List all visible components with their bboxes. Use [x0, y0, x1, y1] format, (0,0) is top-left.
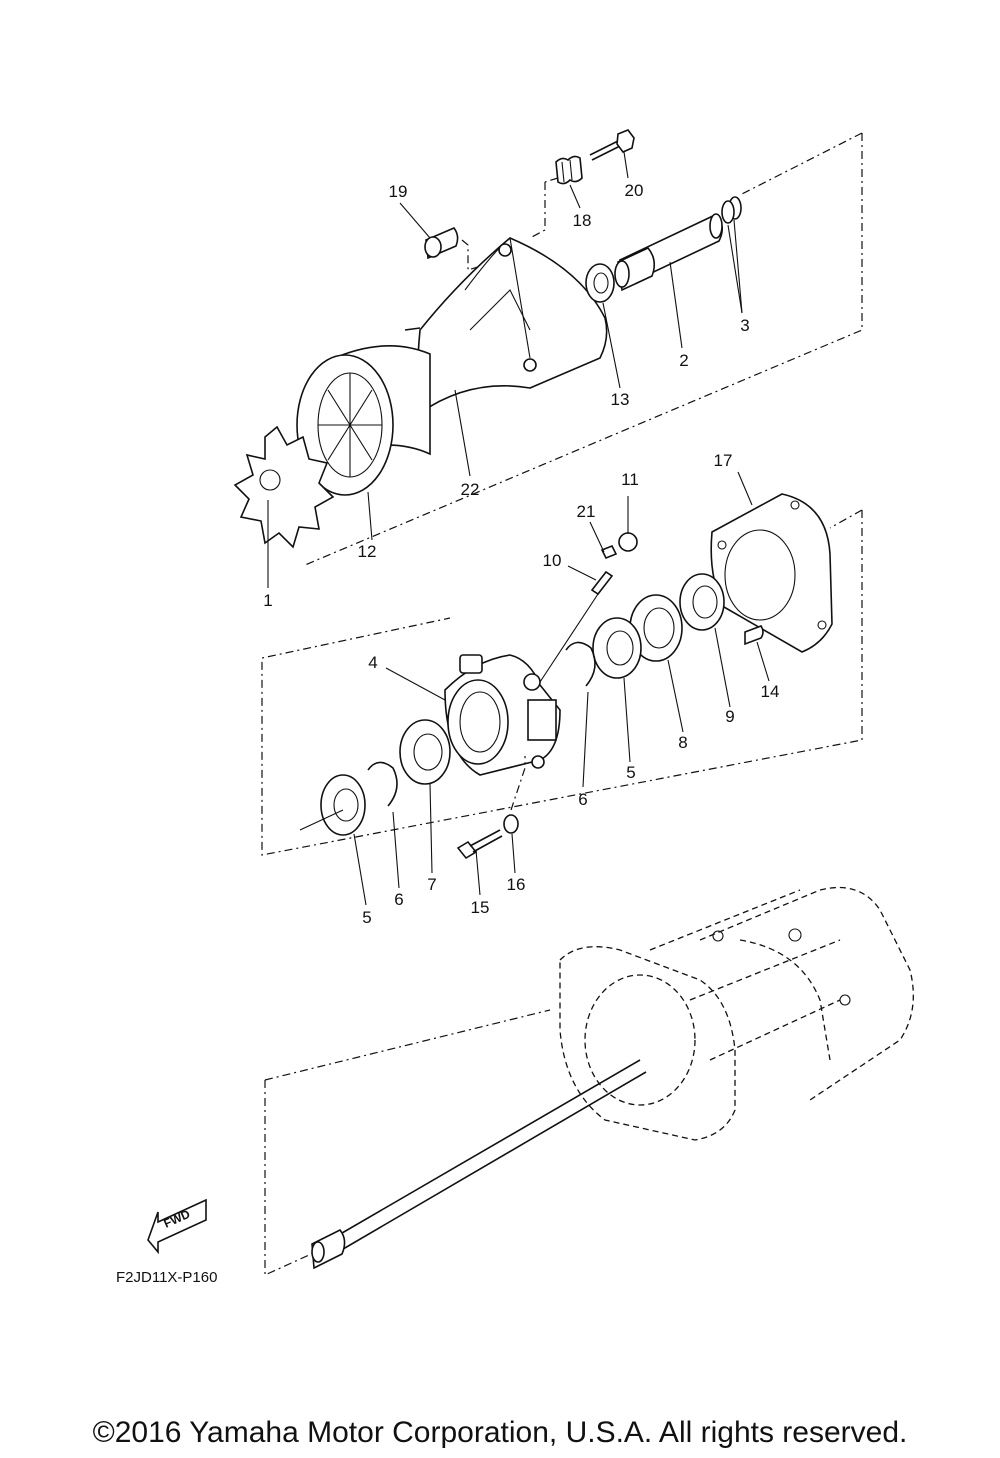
- housing-17: [710, 493, 833, 653]
- callout-5-right: 5: [626, 763, 635, 782]
- leader-dash-18: [544, 177, 559, 183]
- middle-group-frame: [261, 510, 863, 856]
- upper-frame-top-edge: [739, 132, 863, 196]
- seal-9: [679, 573, 725, 631]
- washer-13: [585, 263, 615, 303]
- callout-13: 13: [611, 390, 630, 409]
- middle-frame-top-edge: [829, 509, 863, 529]
- callout-6-left: 6: [394, 890, 403, 909]
- callout-12: 12: [358, 542, 377, 561]
- callout-18: 18: [573, 211, 592, 230]
- callout-4: 4: [368, 653, 377, 672]
- jet-pump-assembly: [559, 886, 914, 1141]
- leader-nipple-housing: [539, 593, 599, 683]
- callout-20: 20: [625, 181, 644, 200]
- collar-19: [424, 227, 459, 260]
- callout-17: 17: [714, 451, 733, 470]
- callout-6-right: 6: [578, 790, 587, 809]
- lower-group-frame: [264, 1080, 321, 1276]
- callout-11: 11: [621, 470, 639, 489]
- callout-19: 19: [389, 182, 408, 201]
- cap-11: [618, 532, 638, 552]
- spring-18: [555, 155, 583, 185]
- callout-14: 14: [761, 682, 780, 701]
- washer-16: [503, 814, 519, 834]
- diagram-code: F2JD11X-P160: [116, 1269, 217, 1286]
- callout-9: 9: [725, 707, 734, 726]
- shaft-axis-line: [299, 809, 344, 831]
- callout-15: 15: [471, 898, 490, 917]
- cover-22: [404, 236, 608, 415]
- copyright-notice: ©2016 Yamaha Motor Corporation, U.S.A. A…: [93, 1416, 908, 1449]
- callout-5-left: 5: [362, 908, 371, 927]
- nipple-10: [590, 570, 614, 596]
- callout-7: 7: [427, 875, 436, 894]
- upper-group-frame: [304, 133, 863, 566]
- pin-14: [744, 625, 764, 646]
- leader-lines: [267, 151, 770, 906]
- bearing-housing-4: [444, 654, 561, 776]
- coupler-12: [296, 345, 431, 496]
- callout-2: 2: [679, 351, 688, 370]
- callout-3: 3: [740, 316, 749, 335]
- circlip-6-left: [367, 761, 398, 807]
- damper-1: [233, 425, 335, 549]
- bearing-5-right: [592, 617, 642, 679]
- shaft-2: [614, 213, 723, 292]
- drive-shaft: [311, 1059, 647, 1270]
- callout-1: 1: [263, 591, 272, 610]
- callout-21: 21: [577, 502, 596, 521]
- callout-10: 10: [543, 551, 562, 570]
- callout-8: 8: [678, 733, 687, 752]
- callout-22: 22: [461, 480, 480, 499]
- fitting-21: [600, 544, 618, 560]
- callout-16: 16: [507, 875, 526, 894]
- bolt-15: [456, 829, 503, 860]
- leader-dash-18b: [529, 182, 546, 239]
- seal-5-left: [320, 774, 366, 836]
- fwd-arrow-icon: FWD: [147, 1198, 207, 1255]
- circlip-6-right: [565, 641, 596, 687]
- lower-frame-top-edge: [264, 1009, 551, 1081]
- bearing-7: [399, 719, 451, 785]
- bolt-20: [589, 129, 635, 161]
- o-rings-3: [721, 196, 742, 224]
